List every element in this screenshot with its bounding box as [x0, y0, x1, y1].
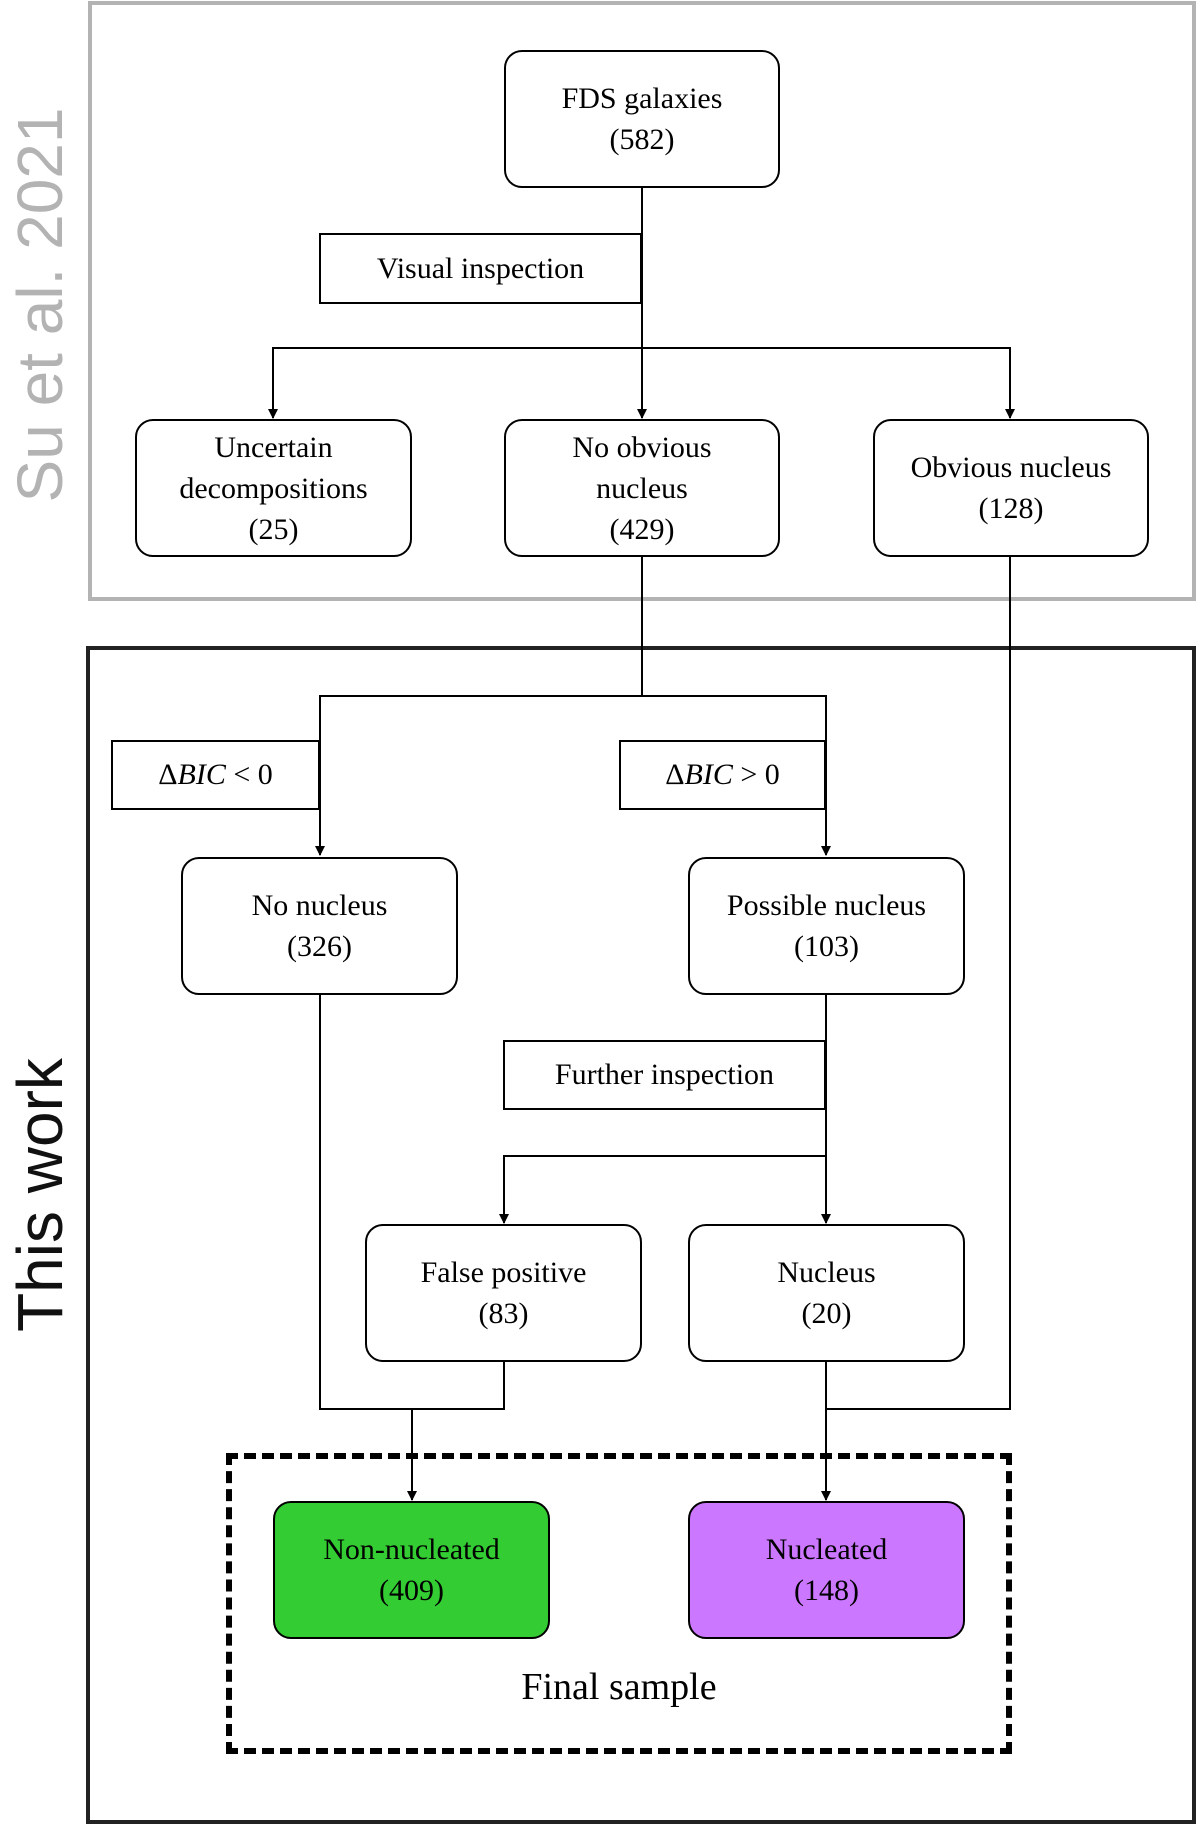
- non-nucleated-node: Non-nucleated (409): [273, 1501, 550, 1639]
- node-count: (582): [609, 123, 675, 156]
- obvious-nucleus-node: Obvious nucleus (128): [873, 419, 1149, 557]
- node-count: (103): [794, 930, 859, 963]
- node-count: (148): [794, 1574, 859, 1607]
- bic-positive-label: ΔBIC > 0: [665, 758, 780, 792]
- delta-symbol: Δ: [158, 758, 178, 791]
- visual-inspection-label: Visual inspection: [376, 251, 585, 285]
- final-sample-label: Final sample: [521, 1666, 717, 1708]
- nucleus-node: Nucleus (20): [688, 1224, 965, 1362]
- connector-split-uncertain: [268, 347, 642, 419]
- connector-split-no-nucleus: [315, 695, 642, 856]
- node-count: (25): [248, 512, 299, 546]
- false-positive-node: False positive (83): [365, 1224, 642, 1362]
- node-count: (83): [478, 1297, 529, 1330]
- node-label: Nucleus: [777, 1256, 876, 1289]
- possible-nucleus-node: Possible nucleus (103): [688, 857, 965, 995]
- node-count: (128): [978, 492, 1044, 525]
- node-label-line2: nucleus: [596, 471, 688, 505]
- no-obvious-nucleus-node: No obvious nucleus (429): [504, 419, 780, 557]
- connector-split-obvious: [642, 347, 1015, 419]
- bic-variable: BIC: [177, 758, 226, 791]
- connector-split-false-positive: [499, 1155, 826, 1224]
- node-label-line2: decompositions: [179, 471, 368, 505]
- node-label: Possible nucleus: [726, 889, 927, 922]
- node-count: (20): [801, 1297, 852, 1330]
- delta-symbol: Δ: [665, 758, 685, 791]
- no-nucleus-node: No nucleus (326): [181, 857, 458, 995]
- nucleated-node: Nucleated (148): [688, 1501, 965, 1639]
- node-label: Nucleated: [765, 1533, 888, 1566]
- bic-relation: < 0: [225, 758, 273, 791]
- bic-positive-step: ΔBIC > 0: [619, 740, 826, 810]
- bic-relation: > 0: [732, 758, 780, 791]
- node-label: Non-nucleated: [323, 1533, 500, 1566]
- bic-negative-label: ΔBIC < 0: [158, 758, 273, 792]
- node-count: (429): [609, 512, 675, 546]
- connector-obvious-merge: [826, 557, 1011, 1410]
- further-inspection-step: Further inspection: [503, 1040, 826, 1110]
- uncertain-decompositions-node: Uncertain decompositions (25): [135, 419, 412, 557]
- bic-negative-step: ΔBIC < 0: [111, 740, 320, 810]
- connector-split-possible: [642, 695, 831, 856]
- node-count: (326): [287, 930, 352, 963]
- node-label-line1: Uncertain: [214, 430, 333, 464]
- node-label: FDS galaxies: [561, 82, 723, 115]
- bic-variable: BIC: [684, 758, 733, 791]
- node-label-line1: No obvious: [572, 430, 712, 464]
- final-sample-region: [226, 1453, 1012, 1754]
- node-label: Obvious nucleus: [910, 451, 1112, 484]
- fds-galaxies-node: FDS galaxies (582): [504, 50, 780, 188]
- node-count: (409): [379, 1574, 444, 1607]
- node-label: False positive: [420, 1256, 587, 1289]
- node-label: No nucleus: [251, 889, 388, 922]
- visual-inspection-step: Visual inspection: [319, 233, 642, 304]
- further-inspection-label: Further inspection: [554, 1058, 775, 1091]
